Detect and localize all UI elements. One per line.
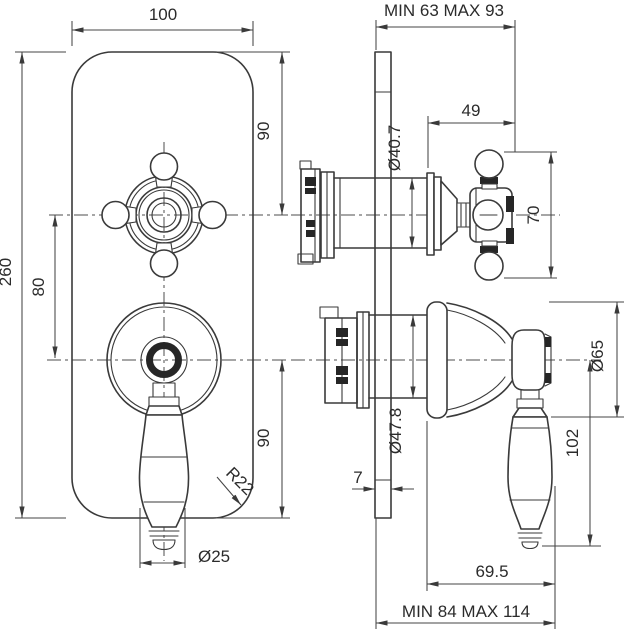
dim-lever-projection-label: 69.5 (475, 562, 508, 581)
dim-plate-width-label: 100 (149, 5, 177, 24)
front-cross-handle (101, 152, 227, 278)
cross-ball-north (149, 152, 179, 181)
lever-tip (152, 539, 176, 551)
dim-escutcheon-diameter-label: Ø65 (588, 340, 607, 372)
front-view: 100 260 80 90 90 R22 Ø25 (0, 5, 290, 568)
cross-ball-south (149, 249, 179, 278)
cross-ball-bottom-side (474, 251, 504, 281)
lever-hub-side (511, 329, 546, 391)
cross-ball-east (198, 200, 227, 230)
dim-handle-span-label: 70 (524, 206, 543, 225)
dim-lower-sleeve-diameter-label: Ø47.8 (386, 408, 405, 454)
dim-plate-height-label: 260 (0, 258, 15, 286)
upper-rough-valve (297, 160, 428, 265)
cross-ball-west (101, 200, 130, 230)
front-dimensions: 100 260 80 90 90 R22 Ø25 (0, 5, 290, 568)
side-view: MIN 63 MAX 93 49 Ø40.7 70 Ø47.8 Ø65 102 … (291, 1, 624, 629)
lever-collar (148, 396, 180, 407)
dim-plate-thickness-label: 7 (353, 468, 362, 487)
side-cross-trim (426, 149, 514, 281)
dim-lever-length-label: 102 (563, 429, 582, 457)
lever-body-side (507, 416, 553, 530)
lever-hub-ring (146, 342, 182, 378)
dim-bottom-offset-label: 90 (254, 429, 273, 448)
dim-top-offset-label: 90 (254, 122, 273, 141)
dim-depth-lower-label: MIN 84 MAX 114 (402, 602, 530, 621)
lever-body (138, 414, 190, 528)
lower-rough-valve (319, 306, 428, 409)
dim-depth-upper-label: MIN 63 MAX 93 (384, 1, 504, 20)
lever-escutcheon-flange (426, 301, 448, 419)
side-dimensions: MIN 63 MAX 93 49 Ø40.7 70 Ø47.8 Ø65 102 … (352, 1, 624, 629)
lever-flare (145, 405, 183, 416)
dim-upper-sleeve-diameter-label: Ø40.7 (385, 125, 404, 171)
dim-handle-projection-label: 49 (462, 101, 481, 120)
wall-plate (374, 51, 392, 519)
front-lever-handle (106, 302, 222, 551)
side-lever-trim (426, 301, 553, 550)
dim-lever-tip-diameter-label: Ø25 (198, 547, 230, 566)
cross-ball-top-side (474, 149, 504, 179)
dim-center-spacing-label: 80 (29, 278, 48, 297)
